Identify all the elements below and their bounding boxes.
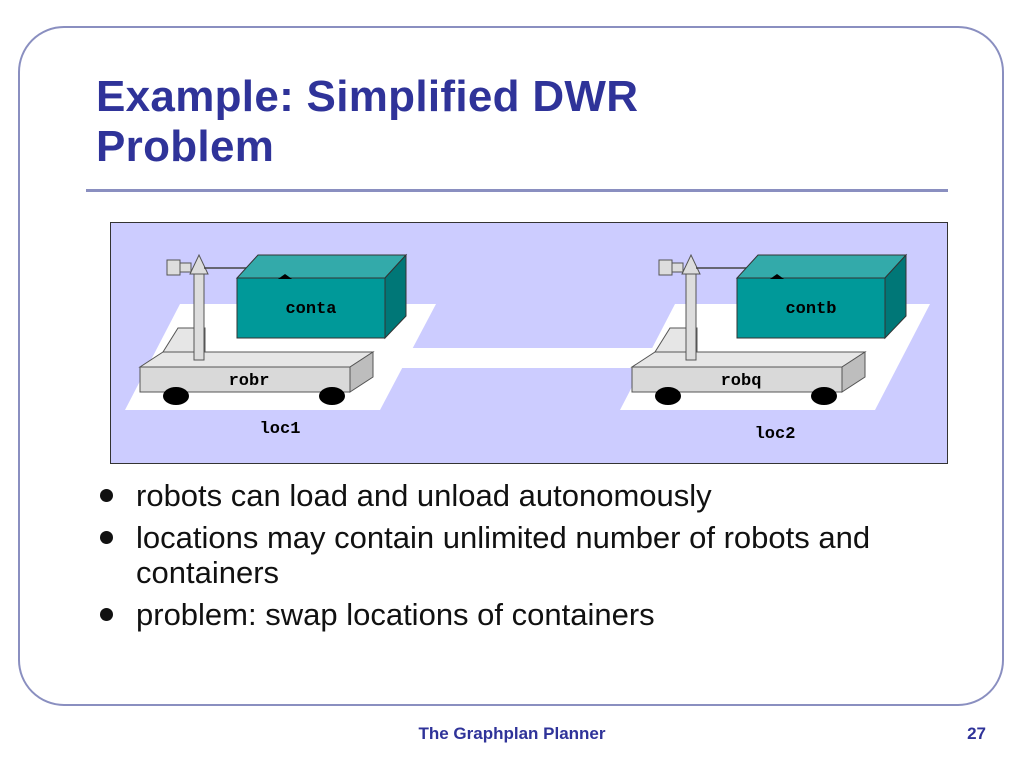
robot-label-robr: robr	[229, 372, 270, 391]
crane-head-joint	[179, 262, 192, 273]
crane-head	[658, 259, 673, 276]
page-number: 27	[967, 724, 986, 743]
crane-top	[189, 253, 209, 275]
container-conta	[235, 253, 408, 340]
bullet-dot-icon	[100, 608, 113, 621]
robot-robr	[138, 253, 375, 405]
bullet-text: problem: swap locations of containers	[136, 597, 655, 632]
bullet-dot-icon	[100, 531, 113, 544]
container-hook	[770, 274, 784, 279]
crane-head-joint	[671, 262, 684, 273]
robot-top	[630, 351, 867, 368]
crane-top	[681, 253, 701, 275]
dwr-figure: conta contb robr robq loc1 loc2	[110, 222, 948, 464]
crane-mast	[685, 271, 697, 361]
container-top	[735, 254, 908, 279]
bullet-item: problem: swap locations of containers	[100, 597, 920, 632]
slide-frame	[18, 26, 1004, 706]
road	[380, 348, 670, 368]
container-front	[236, 277, 386, 339]
bullet-text: robots can load and unload autonomously	[136, 478, 712, 513]
container-label-contb: contb	[785, 300, 836, 319]
crane-mast	[193, 271, 205, 361]
bullet-item: locations may contain unlimited number o…	[100, 520, 920, 590]
wheel-left	[655, 387, 681, 405]
footer-title: The Graphplan Planner	[418, 724, 606, 743]
container-hook	[278, 274, 292, 279]
title-line-1: Example: Simplified DWR	[96, 72, 639, 121]
title-line-2: Problem	[96, 122, 275, 171]
bullet-item: robots can load and unload autonomously	[100, 478, 920, 513]
container-front	[736, 277, 886, 339]
robot-robq	[630, 253, 867, 405]
bullet-dot-icon	[100, 489, 113, 502]
bullet-list: robots can load and unload autonomously …	[100, 478, 920, 639]
crane-head	[166, 259, 181, 276]
slide-title: Example: Simplified DWR Problem	[96, 72, 856, 172]
location-label-loc2: loc2	[755, 425, 796, 444]
location-label-loc1: loc1	[260, 420, 301, 439]
wheel-right	[319, 387, 345, 405]
wheel-left	[163, 387, 189, 405]
container-label-conta: conta	[285, 300, 336, 319]
bullet-text: locations may contain unlimited number o…	[136, 520, 871, 590]
robot-label-robq: robq	[721, 372, 762, 391]
wheel-right	[811, 387, 837, 405]
title-divider	[86, 189, 948, 192]
container-top	[235, 254, 408, 279]
container-contb	[735, 253, 908, 340]
robot-top	[138, 351, 375, 368]
